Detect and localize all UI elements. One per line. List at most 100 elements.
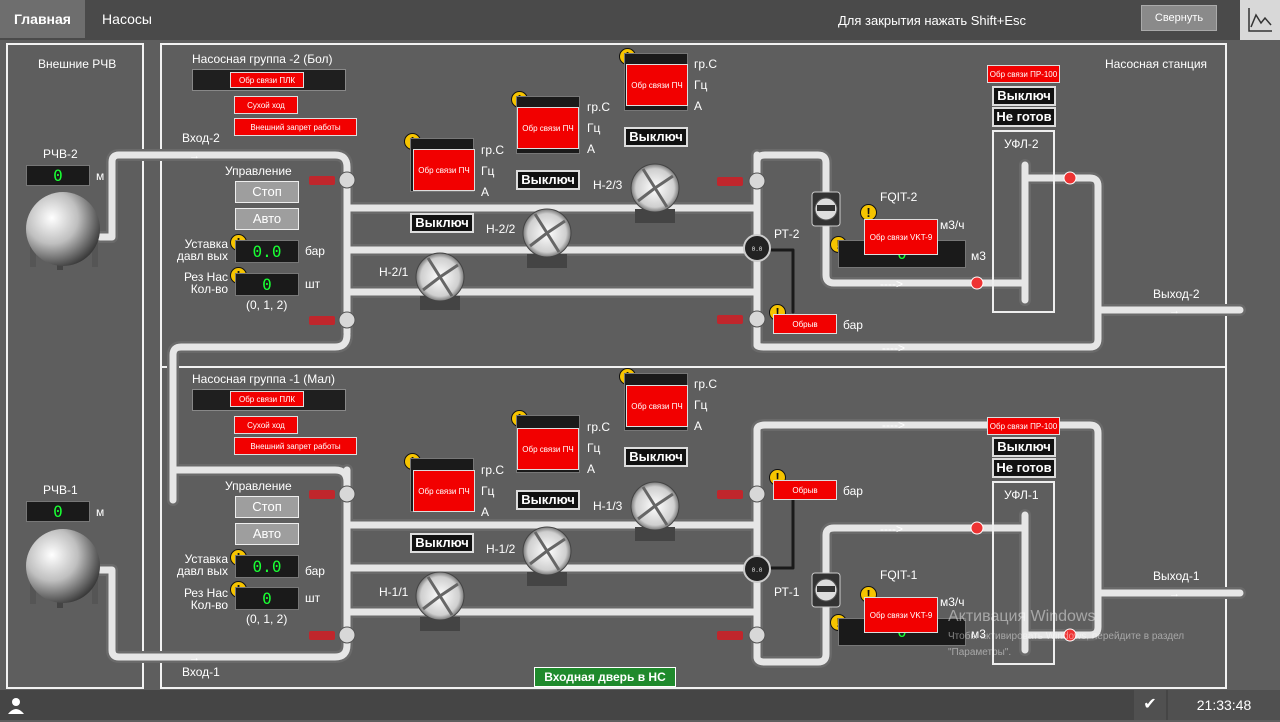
pump-h22-pc-alarm: Обр связи ПЧ [517,107,579,149]
pump-h13-unit-freq: Гц [694,398,708,412]
tank1-unit: м [96,505,105,519]
valve-handles-icon [309,176,743,640]
outlet2-label: Выход-2 [1153,287,1200,301]
ufl2-label: УФЛ-2 [1004,137,1039,151]
group2-stop-button[interactable]: Стоп [235,181,299,203]
tab-pumps[interactable]: Насосы [102,11,152,27]
tank-rchv2-icon [26,192,100,270]
pump-h22-state[interactable]: Выключ [516,170,580,190]
group2-flow-arrow-1: ----> [880,277,903,291]
trend-button[interactable] [1240,0,1280,40]
group1-stop-button[interactable]: Стоп [235,496,299,518]
clock: 21:33:48 [1168,690,1280,720]
rt1-label: РТ-1 [774,585,800,599]
group2-inlet-label: Вход-2 [182,131,220,145]
pressure-gauge-rt2-icon: 0.0 [743,234,771,262]
flowmeter-fqit1-icon [811,572,841,608]
external-tanks-panel [6,43,144,689]
filter-valves-icon [970,171,1077,642]
group2-pr-ready: Не готов [992,107,1056,127]
pump-h23-label: Н-2/3 [593,178,623,192]
group2-flow-arrow-2: ----> [882,341,905,355]
pump-h21-icon [415,252,465,310]
pump-h12-unit-freq: Гц [587,441,601,455]
group1-flow-arrow-2: ----> [880,522,903,536]
pump-h11-unit-freq: Гц [481,484,495,498]
pump-h13-unit-temp: гр.С [694,377,718,391]
pump-h23-state[interactable]: Выключ [624,127,688,147]
pump-h11-pc-alarm: Обр связи ПЧ [413,470,475,512]
pump-h23-unit-freq: Гц [694,78,708,92]
group2-ban-alarm: Внешний запрет работы [234,118,357,136]
svg-text:→: → [1169,305,1180,317]
tank2-label: РЧВ-2 [43,147,78,161]
fqit1-status-alarm: Обр связи VKT-9 [864,597,938,633]
pump-h13-unit-amp: А [694,419,703,433]
group1-auto-button[interactable]: Авто [235,523,299,545]
rt2-label: РТ-2 [774,227,800,241]
pump-h12-label: Н-1/2 [486,542,516,556]
pump-h13-pc-alarm: Обр связи ПЧ [626,385,688,427]
fqit2-status-alarm: Обр связи VKT-9 [864,219,938,255]
pump-h22-unit-temp: гр.С [587,100,611,114]
group2-plc-alarm: Обр связи ПЛК [230,72,304,88]
outlet1-label: Выход-1 [1153,569,1200,583]
rt2-status-alarm: Обрыв [773,314,837,334]
flowmeter-fqit2-icon [811,191,841,227]
group1-setpoint-unit: бар [305,564,325,578]
entrance-door-status: Входная дверь в НС [534,667,676,687]
pump-h22-unit-amp: А [587,142,596,156]
pump-h23-unit-amp: А [694,99,703,113]
pump-h21-label: Н-2/1 [379,265,409,279]
pump-h13-state[interactable]: Выключ [624,447,688,467]
group1-reserve-display[interactable]: 0 [235,587,299,610]
pump-h21-unit-temp: гр.С [481,143,505,157]
pump-h11-unit-amp: А [481,505,490,519]
group2-control-label: Управление [225,164,292,178]
group1-title: Насосная группа -1 (Мал) [192,372,336,386]
pump-h22-unit-freq: Гц [587,121,601,135]
pump-h12-state[interactable]: Выключ [516,490,580,510]
pump-h13-icon [630,481,680,541]
group2-setpoint-display[interactable]: 0.0 [235,240,299,263]
group1-reserve-unit: шт [305,591,321,605]
fqit2-unit-rate: м3/ч [940,218,965,232]
group-divider [160,366,1227,368]
group2-reserve-unit: шт [305,277,321,291]
acknowledge-check-icon[interactable]: ✔ [1134,690,1166,720]
rt1-status-alarm: Обрыв [773,480,837,500]
tank2-unit: м [96,169,105,183]
group1-pr-alarm: Обр связи ПР-100 [987,417,1060,435]
pump-h11-state[interactable]: Выключ [410,533,474,553]
tab-main[interactable]: Главная [0,0,85,38]
rt2-unit: бар [843,318,863,332]
group1-reserve-range: (0, 1, 2) [246,612,288,626]
group2-reserve-range: (0, 1, 2) [246,298,288,312]
pump-h12-unit-temp: гр.С [587,420,611,434]
user-icon[interactable] [4,693,28,717]
windows-activation-line3: "Параметры". [948,647,1012,658]
svg-text:→: → [1169,588,1180,600]
fqit1-unit-total: м3 [971,627,986,641]
group1-pr-state[interactable]: Выключ [992,437,1056,457]
pump-h22-label: Н-2/2 [486,222,516,236]
top-bar [0,0,1280,40]
pump-h23-icon [630,163,680,223]
minimize-button[interactable]: Свернуть [1141,5,1217,31]
pump-h11-unit-temp: гр.С [481,463,505,477]
ufl1-frame [992,481,1055,665]
group2-reserve-display[interactable]: 0 [235,273,299,296]
group1-inlet-label: Вход-1 [182,665,220,679]
pump-h21-state[interactable]: Выключ [410,213,474,233]
pump-h11-icon [415,571,465,631]
group1-setpoint-display[interactable]: 0.0 [235,555,299,578]
tank-rchv1-icon [26,529,100,608]
group2-auto-button[interactable]: Авто [235,208,299,230]
group1-dry-run-alarm: Сухой ход [234,416,298,434]
ufl1-label: УФЛ-1 [1004,488,1039,502]
ufl2-frame [992,130,1055,313]
group2-pr-state[interactable]: Выключ [992,86,1056,106]
